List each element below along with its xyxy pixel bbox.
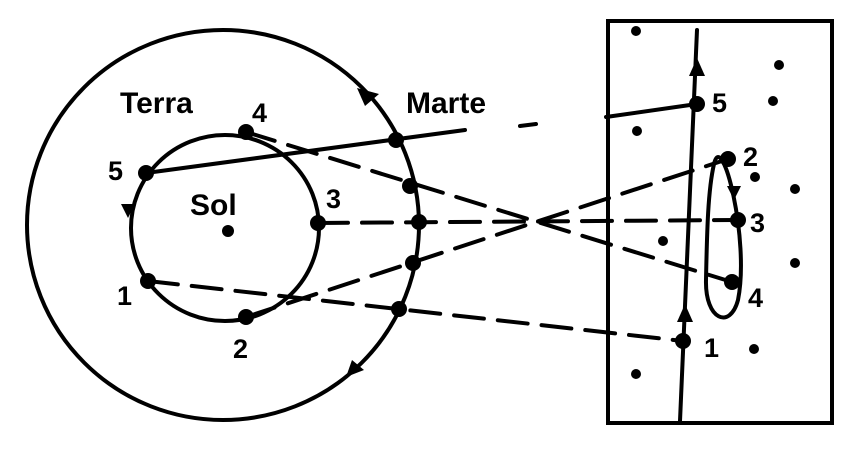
apparent-position-5 (689, 96, 705, 112)
star (750, 172, 760, 182)
sight-line-1 (146, 279, 685, 343)
earth-position-label-3: 3 (326, 184, 341, 214)
apparent-position-label-3: 3 (750, 208, 765, 238)
earth-orbit-arrow (121, 204, 135, 218)
star (632, 126, 642, 136)
star (749, 344, 759, 354)
star (790, 184, 800, 194)
earth-position-label-2: 2 (233, 334, 248, 364)
mars-position-1 (391, 301, 407, 317)
background-stars (631, 26, 800, 379)
apparent-position-1 (675, 333, 691, 349)
mars-label: Marte (406, 87, 486, 120)
mars-position-3 (411, 214, 427, 230)
earth-position-1 (140, 273, 156, 289)
mars-orbit-arrow-top (357, 88, 379, 106)
star-field-frame (606, 19, 834, 425)
star (790, 258, 800, 268)
mars-orbit-arrow-bottom (346, 360, 364, 377)
earth-position-5 (138, 165, 154, 181)
earth-position-2 (238, 309, 254, 325)
sight-line-5 (144, 128, 467, 175)
star (631, 26, 641, 36)
apparent-position-label-4: 4 (748, 283, 763, 313)
earth-position-label-5: 5 (108, 156, 123, 186)
apparent-position-4 (724, 274, 740, 290)
apparent-position-label-2: 2 (743, 142, 758, 172)
sight-line-3 (316, 218, 740, 225)
sight-line-2 (244, 157, 730, 319)
sun-label: Sol (190, 189, 237, 222)
apparent-position-2 (720, 151, 736, 167)
sight-line-4 (244, 130, 734, 284)
sight-line-5-ext (604, 102, 699, 119)
earth-label: Terra (120, 87, 193, 120)
mars-position-4 (402, 178, 418, 194)
apparent-path-arrow-upper (689, 58, 705, 76)
sun-dot (222, 225, 234, 237)
apparent-position-label-5: 5 (712, 88, 727, 118)
earth-position-label-4: 4 (252, 98, 267, 128)
mars-orbit (25, 28, 421, 422)
apparent-position-label-1: 1 (704, 333, 719, 363)
earth-position-4 (238, 124, 254, 140)
mars-position-2 (405, 255, 421, 271)
apparent-path-line (678, 28, 699, 423)
earth-position-label-1: 1 (117, 281, 132, 311)
sight-dash-5 (518, 122, 538, 128)
star (774, 60, 784, 70)
apparent-position-3 (730, 212, 746, 228)
star (658, 236, 668, 246)
star (631, 369, 641, 379)
earth-position-3 (310, 215, 326, 231)
apparent-path-arrow-lower (677, 304, 693, 322)
mars-position-5 (388, 132, 404, 148)
loop-arrow (727, 186, 741, 200)
star (768, 96, 778, 106)
retrograde-loop (703, 155, 743, 320)
